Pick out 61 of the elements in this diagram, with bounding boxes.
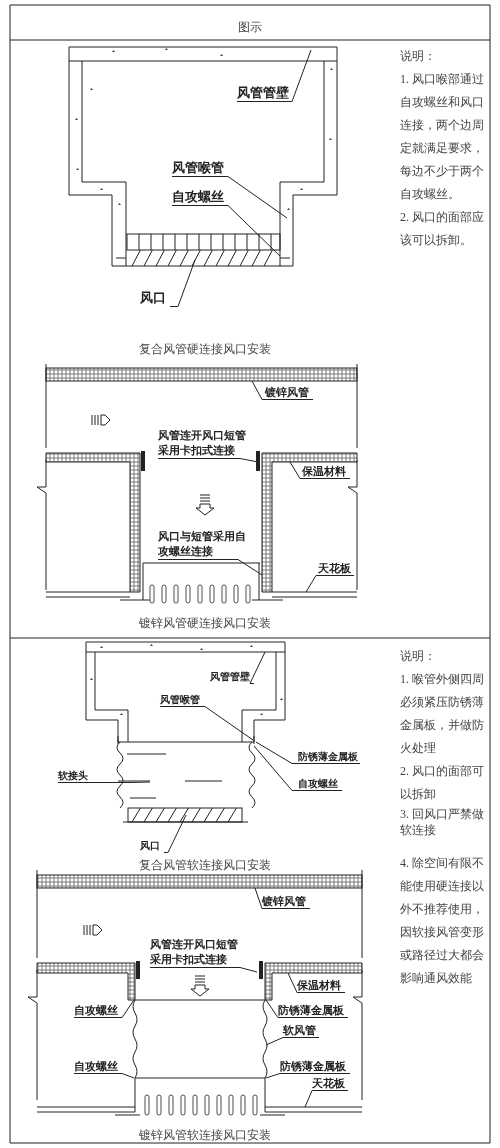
callout-label: 自攻螺丝 — [74, 1004, 122, 1017]
callout-label: 风口与短管采用自攻螺丝连接 — [158, 529, 248, 559]
leader-line — [159, 706, 254, 741]
note-text: 2. 风口的面部应该可以拆卸。 — [400, 209, 485, 249]
callout-label: 风管管壁 — [237, 85, 292, 101]
figure-caption: 镀锌风管软连接风口安装 — [138, 1127, 272, 1144]
callout-label: 防锈薄金属板 — [278, 1004, 348, 1017]
leader-line — [149, 967, 258, 973]
leader-line — [265, 1073, 351, 1079]
callout-label: 风管喉管 — [172, 160, 227, 176]
callout-label: 镀锌风管 — [262, 895, 310, 908]
leader-line — [305, 575, 355, 593]
leader-line — [57, 781, 151, 783]
leader-line — [171, 176, 288, 219]
leader-line — [157, 559, 263, 576]
leader-line — [304, 1090, 349, 1108]
callout-label: 防锈薄金属板 — [298, 751, 360, 763]
note-heading: 说明： — [400, 648, 437, 665]
callout-label: 自攻螺丝 — [74, 1060, 122, 1073]
callout-label: 保温材料 — [302, 465, 350, 478]
figure-caption: 复合风管硬连接风口安装 — [138, 341, 272, 358]
leader-line — [254, 887, 311, 909]
callout-label: 风管连开风口短管采用卡扣式连接 — [158, 428, 248, 458]
note-text: 2. 风口的面部可以拆卸 — [400, 763, 485, 803]
leader-line — [265, 1037, 320, 1046]
leader-line — [265, 999, 349, 1018]
leader-line — [236, 49, 312, 102]
figure-caption: 复合风管软连接风口安装 — [138, 857, 272, 874]
leader-line — [287, 972, 346, 993]
note-heading: 说明： — [400, 48, 437, 65]
callout-label: 镀锌风管 — [265, 386, 313, 399]
callout-label: 保温材料 — [297, 979, 345, 992]
leader-line — [251, 380, 314, 400]
note-text: 3. 回风口严禁做软连接 — [400, 806, 485, 838]
callout-label: 风管管壁 — [210, 671, 254, 683]
callout-label: 自攻螺丝 — [172, 189, 227, 205]
callout-label: 天花板 — [312, 1077, 348, 1090]
table-header: 图示 — [237, 19, 263, 36]
leader-line — [253, 745, 343, 791]
callout-label: 防锈薄金属板 — [280, 1060, 350, 1073]
leader-line — [255, 741, 361, 764]
note-text: 1. 喉管外侧四周必须紧压防锈薄金属板，并做防火处理 — [400, 671, 485, 757]
callout-label: 风口 — [140, 840, 164, 852]
leader-line — [157, 458, 259, 463]
leader-line — [289, 461, 351, 479]
callout-label: 软接头 — [58, 770, 92, 782]
note-text: 4. 除空间有限不能使用硬连接以外不推荐使用，因软接风管变形或路径过大都会影响通风效能 — [400, 855, 485, 987]
leader-line — [163, 814, 187, 853]
figure-caption: 镀锌风管硬连接风口安装 — [138, 615, 272, 632]
callout-label: 自攻螺丝 — [298, 778, 342, 790]
leader-line — [169, 259, 196, 307]
leader-line — [73, 999, 135, 1018]
callout-label: 风管喉管 — [160, 694, 204, 706]
leader-line — [249, 651, 266, 684]
leader-line — [73, 1073, 135, 1079]
leader-line — [171, 205, 281, 257]
callout-label: 风口 — [140, 290, 170, 306]
callout-label: 风管连开风口短管采用卡扣式连接 — [150, 937, 240, 967]
note-text: 1. 风口喉部通过自攻螺丝和风口连接，两个边周定就满足要求，每边不少于两个自攻螺丝。 — [400, 71, 485, 203]
callout-label: 天花板 — [318, 562, 354, 575]
callout-label: 软风管 — [283, 1024, 319, 1037]
